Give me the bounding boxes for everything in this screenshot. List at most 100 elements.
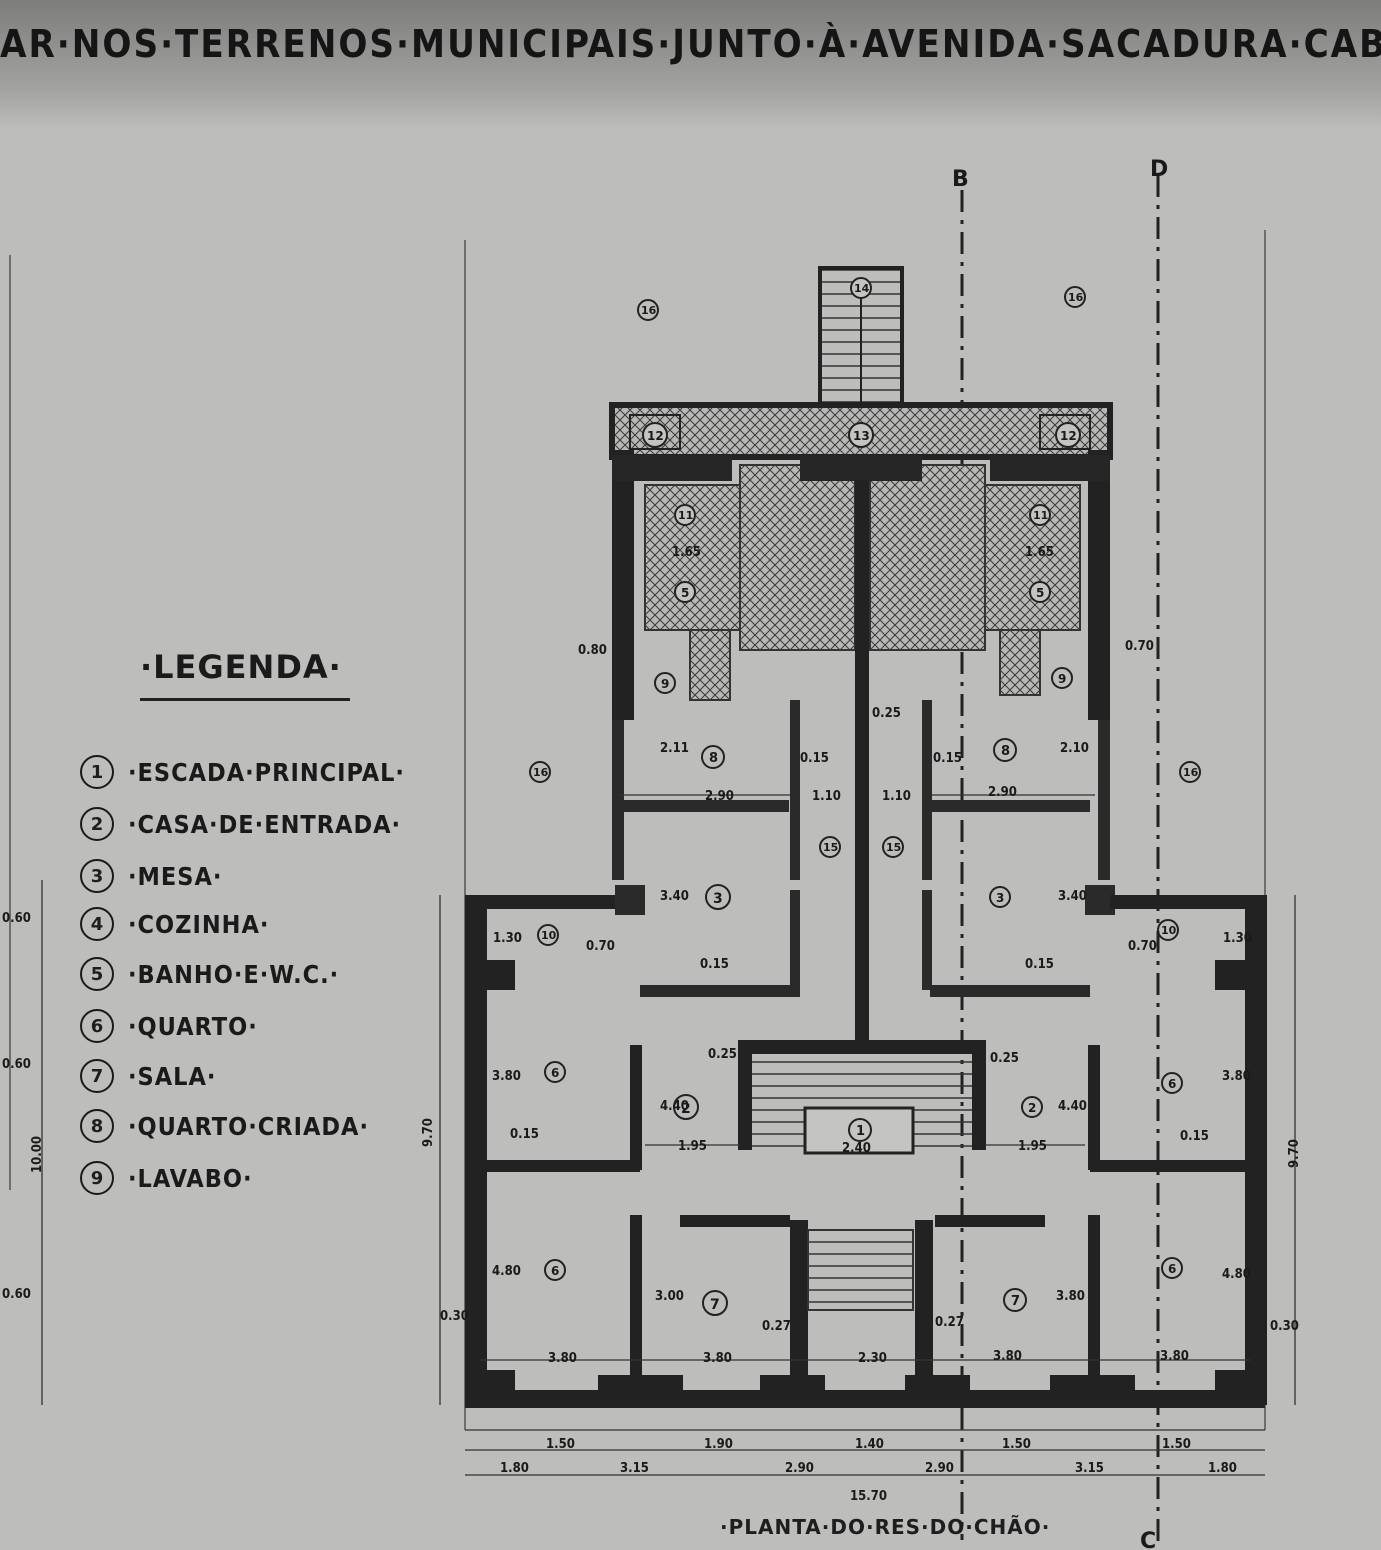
svg-text:16: 16	[641, 304, 657, 317]
svg-text:10: 10	[541, 929, 557, 942]
room-tag: 8	[701, 745, 725, 769]
svg-text:2: 2	[681, 1101, 691, 1117]
legend-item: 3·MESA·	[80, 854, 222, 898]
room-tag: 5	[1029, 581, 1051, 603]
room-tags: 16 16 16 16 14 12 12 13 11 11 5 5 9 9 8 …	[529, 277, 1201, 1316]
dimension-label: 0.25	[708, 1047, 737, 1062]
main-stair	[752, 1054, 972, 1311]
svg-text:5: 5	[1036, 586, 1044, 600]
room-tag: 9	[654, 672, 676, 694]
title-band	[0, 0, 1381, 130]
dimension-label: 1.95	[678, 1139, 707, 1154]
room-tag: 1	[848, 1118, 872, 1142]
dimension-label: 4.80	[492, 1264, 521, 1279]
svg-text:9: 9	[661, 677, 669, 691]
room-tag: 12	[642, 422, 668, 448]
legend-item: 4·COZINHA·	[80, 902, 269, 946]
svg-text:7: 7	[710, 1297, 720, 1313]
legend-label: ·QUARTO·CRIADA·	[128, 1111, 369, 1141]
legend-number: 7	[80, 1059, 114, 1093]
dimension-label: 1.30	[493, 931, 522, 946]
svg-text:12: 12	[647, 429, 664, 443]
room-tag: 3	[705, 884, 731, 910]
middle-block-walls	[612, 700, 1115, 997]
dimension-label: 1.65	[672, 545, 701, 560]
legend-title: ·LEGENDA·	[140, 648, 342, 686]
legend-item: 6·QUARTO·	[80, 1004, 258, 1048]
dimension-label: 0.70	[1125, 639, 1154, 654]
legend-number: 5	[80, 957, 114, 991]
room-tag: 16	[1179, 761, 1201, 783]
dimension-label: 0.60	[2, 1057, 31, 1072]
dimension-label: 2.90	[705, 789, 734, 804]
dimension-label: 3.15	[1075, 1461, 1104, 1476]
dimension-label: 1.80	[500, 1461, 529, 1476]
room-tag: 11	[674, 504, 696, 526]
dimension-label: 1.10	[812, 789, 841, 804]
svg-text:6: 6	[551, 1066, 559, 1080]
svg-text:11: 11	[1033, 509, 1048, 522]
room-tag: 11	[1029, 504, 1051, 526]
dimension-label: 0.15	[1180, 1129, 1209, 1144]
dimension-lines	[41, 794, 1296, 1476]
legend-label: ·BANHO·E·W.C.·	[128, 959, 340, 989]
room-tag: 16	[529, 761, 551, 783]
legend-label: ·CASA·DE·ENTRADA·	[128, 809, 402, 839]
dimension-label: 9.70	[1287, 1139, 1302, 1168]
dimension-label: 0.60	[2, 911, 31, 926]
section-lines	[960, 175, 1160, 1545]
legend-number: 6	[80, 1009, 114, 1043]
legend-item: 5 ·BANHO·E·W.C.·	[80, 952, 339, 996]
dimension-label: 0.60	[2, 1287, 31, 1302]
dimension-label: 3.80	[703, 1351, 732, 1366]
dimension-label: 0.27	[762, 1319, 791, 1334]
svg-text:8: 8	[709, 751, 718, 766]
dimension-label: 4.40	[660, 1099, 689, 1114]
room-tag: 15	[819, 836, 841, 858]
dimension-label: 2.40	[842, 1141, 871, 1156]
dimension-label: 1.50	[1162, 1437, 1191, 1452]
dimension-label: 1.30	[1223, 931, 1252, 946]
section-mark-c: C	[1140, 1529, 1156, 1550]
dimension-label: 3.80	[548, 1351, 577, 1366]
rear-block-walls	[609, 402, 1113, 1040]
svg-text:6: 6	[551, 1264, 559, 1278]
room-tag: 6	[1161, 1072, 1183, 1094]
svg-text:15: 15	[886, 841, 901, 854]
svg-text:8: 8	[1001, 744, 1010, 759]
room-tag: 16	[1064, 286, 1086, 308]
dimension-label: 1.80	[1208, 1461, 1237, 1476]
dimension-label: 1.40	[855, 1437, 884, 1452]
room-tag: 7	[702, 1290, 728, 1316]
svg-text:10: 10	[1161, 924, 1177, 937]
dimension-label: 0.15	[700, 957, 729, 972]
dimension-label: 2.11	[660, 741, 689, 756]
legend-number: 3	[80, 859, 114, 893]
svg-text:16: 16	[1183, 766, 1199, 779]
room-tag: 5	[674, 581, 696, 603]
room-tag: 12	[1055, 422, 1081, 448]
svg-text:15: 15	[823, 841, 838, 854]
dimension-label: 3.80	[492, 1069, 521, 1084]
svg-text:1: 1	[856, 1124, 865, 1139]
dimension-label: 0.25	[872, 706, 901, 721]
svg-text:3: 3	[713, 891, 723, 907]
legend-number: 2	[80, 807, 114, 841]
dimension-label: 0.27	[935, 1315, 964, 1330]
room-tag: 2	[1021, 1096, 1043, 1118]
svg-text:6: 6	[1168, 1262, 1176, 1276]
room-tag: 13	[848, 422, 874, 448]
room-tag: 10	[537, 924, 559, 946]
sheet-title: AR·NOS·TERRENOS·MUNICIPAIS·JUNTO·À·AVENI…	[0, 22, 1381, 66]
legend-item: 1·ESCADA·PRINCIPAL·	[80, 750, 405, 794]
dimension-label: 1.10	[882, 789, 911, 804]
room-tag: 8	[993, 738, 1017, 762]
dimension-label: 1.90	[704, 1437, 733, 1452]
dimension-label: 2.90	[925, 1461, 954, 1476]
dimension-labels: 1.65 1.65 0.80 0.70 0.25 2.11 2.10 0.15 …	[2, 545, 1302, 1504]
room-tag: 10	[1157, 919, 1179, 941]
legend-item: 9·LAVABO·	[80, 1156, 253, 1200]
dimension-label: 2.90	[785, 1461, 814, 1476]
front-block-walls	[465, 895, 1267, 1408]
room-tag: 16	[637, 299, 659, 321]
